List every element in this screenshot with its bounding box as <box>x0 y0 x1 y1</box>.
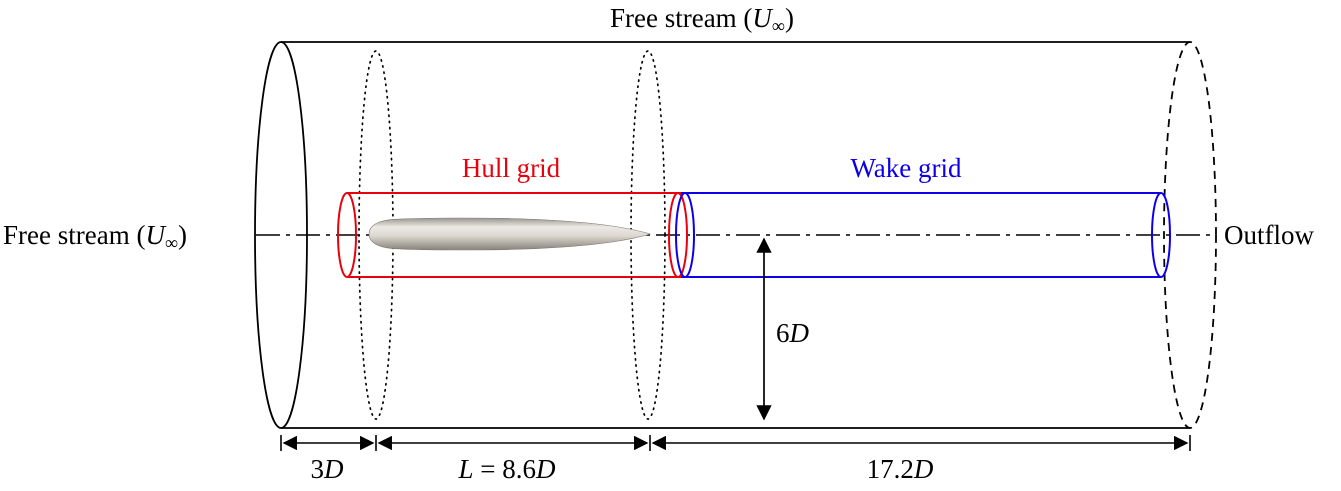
domain-outlet-ellipse <box>1163 41 1217 429</box>
free-stream-text: Free stream ( <box>609 3 753 33</box>
free-stream-close: ) <box>785 3 795 33</box>
wake-length-value: 17.2 <box>866 454 914 484</box>
inlet-value: 3 <box>310 454 325 484</box>
free-stream-top-label: Free stream (U∞) <box>609 3 795 37</box>
wake-grid-inlet-ellipse <box>675 192 695 278</box>
wake-grid-label: Wake grid <box>850 153 962 183</box>
free-stream-text: Free stream ( <box>3 220 146 250</box>
wake-length-dim-label: 17.2D <box>867 454 934 485</box>
hull-length-dim-label: L = 8.6D <box>458 454 555 485</box>
wake-length-var: D <box>913 454 934 484</box>
hull-length-var-d: D <box>536 454 556 484</box>
free-stream-left-label: Free stream (U∞) <box>3 220 188 254</box>
radius-dim-label: 6D <box>776 318 809 349</box>
hull-length-value: = 8.6 <box>473 454 537 484</box>
hull-grid-label: Hull grid <box>461 153 561 183</box>
inlet-dim-label: 3D <box>311 454 344 485</box>
wake-grid-outlet-ellipse <box>1151 192 1171 278</box>
hull-grid-outlet-ellipse <box>668 192 688 278</box>
inlet-var: D <box>324 454 344 484</box>
infinity-subscript: ∞ <box>164 233 179 254</box>
outflow-label: Outflow <box>1224 220 1314 250</box>
hull-grid-inlet-ellipse <box>337 192 357 278</box>
radius-value: 6 <box>776 318 790 348</box>
hull-body <box>368 217 651 251</box>
infinity-subscript: ∞ <box>771 16 786 37</box>
free-stream-var: U <box>145 220 165 250</box>
free-stream-close: ) <box>178 220 188 250</box>
hull-length-var-l: L <box>458 454 474 484</box>
radius-var: D <box>789 318 810 348</box>
free-stream-var: U <box>752 3 772 33</box>
